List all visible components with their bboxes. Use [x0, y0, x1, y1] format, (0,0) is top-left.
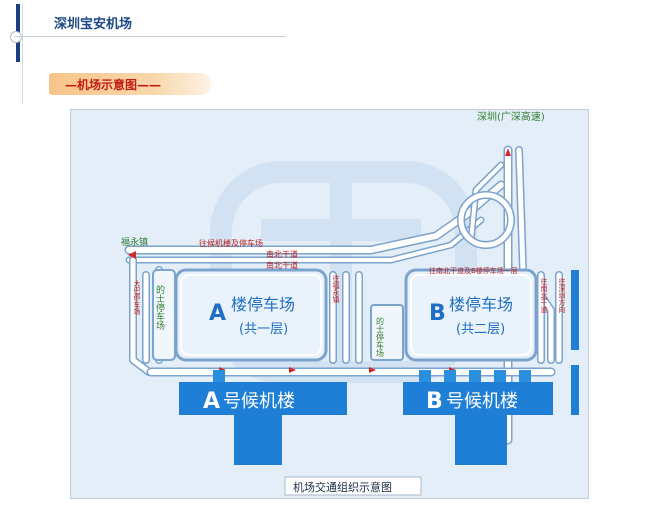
section-heading: —机场示意图——	[49, 73, 211, 95]
label-fuyong: 福永镇	[121, 236, 148, 248]
airport-map: 深圳(广深高速) 福永镇 往候机楼及停车场 南北干道 南北干道 往南北干道及B楼…	[70, 109, 589, 499]
bus-a-label: 大巴停车场	[133, 279, 141, 316]
taxi-b-text: 的士停车场	[376, 316, 385, 358]
arrow-left-icon	[128, 251, 136, 259]
parking-a-letter: A	[209, 301, 226, 326]
right-side-bars	[571, 270, 579, 415]
caption-box	[284, 476, 422, 496]
taxi-b-label: 的士停车场	[376, 316, 385, 358]
label-south-north-2: 南北干道	[266, 260, 298, 270]
terminal-b-building	[403, 382, 553, 465]
label-shenzhen: 深圳(广深高速)	[477, 110, 545, 123]
arrow-right-icon	[369, 367, 376, 373]
terminal-a-letter: A	[203, 389, 220, 414]
taxi-lot-a	[152, 269, 176, 361]
airport-map-svg: 深圳(广深高速) 福永镇 往候机楼及停车场 南北干道 南北干道 往南北干道及B楼…	[121, 110, 579, 496]
parking-b-name: 楼停车场	[449, 295, 513, 314]
terminal-a-building	[179, 382, 347, 465]
header-ring-icon	[10, 31, 22, 43]
terminal-connectors	[213, 370, 531, 382]
arrow-right-icon	[289, 367, 296, 373]
terminal-a-name: 号候机楼	[223, 391, 295, 412]
parking-b-lot	[404, 268, 538, 362]
label-south-north-1: 南北干道	[266, 249, 298, 259]
taxi-a-text: 的士停车场	[154, 284, 165, 331]
terminal-b-letter: B	[426, 389, 443, 414]
parking-a-level: (共一层)	[239, 322, 288, 337]
terminal-b-name: 号候机楼	[446, 391, 518, 412]
bus-a-text: 大巴停车场	[133, 279, 141, 316]
parking-a-lot	[174, 268, 328, 362]
label-south-north-3: 往南北干道及B楼停车场一层	[429, 266, 518, 275]
section-heading-text: —机场示意图——	[65, 78, 162, 92]
vert-right-label: 往深圳方向	[558, 277, 566, 313]
parking-b-level: (共二层)	[456, 322, 505, 337]
roundabout	[457, 191, 515, 249]
parking-b-letter: B	[429, 301, 446, 326]
vert-mid-label: 往南北干道	[540, 277, 548, 314]
page-title: 深圳宝安机场	[54, 17, 133, 32]
label-to-terminal-parking: 往候机楼及停车场	[199, 238, 263, 248]
header-rule	[14, 36, 286, 37]
header-divider-line	[22, 4, 23, 104]
arrow-up-icon	[505, 148, 511, 156]
taxi-lot-b	[370, 304, 404, 361]
vert-left-label: 往福永镇	[332, 274, 340, 304]
taxi-a-label: 的士停车场	[154, 284, 165, 331]
parking-a-name: 楼停车场	[231, 295, 295, 314]
map-caption: 机场交通组织示意图	[293, 480, 392, 494]
